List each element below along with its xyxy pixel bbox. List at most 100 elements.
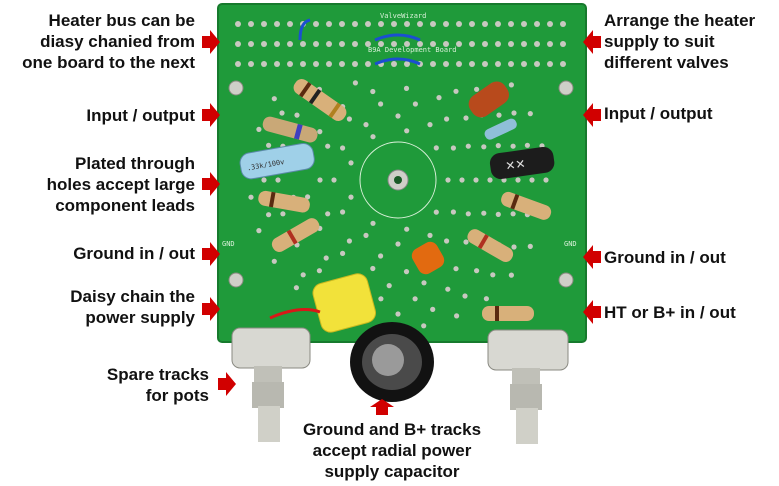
pad [521, 21, 527, 27]
pad [300, 41, 306, 47]
pad [474, 268, 480, 274]
pad [412, 101, 418, 107]
arrow-up-icon-radial [370, 399, 394, 415]
pad [365, 61, 371, 67]
pad [248, 61, 254, 67]
pad [454, 313, 460, 319]
pad [481, 210, 487, 216]
pad [430, 306, 436, 312]
pad [294, 112, 300, 118]
pad [534, 21, 540, 27]
pad [487, 177, 493, 183]
arrow-right-icon-spare [218, 372, 236, 396]
pad [527, 111, 533, 117]
pad [560, 41, 566, 47]
pad [543, 177, 549, 183]
pad [495, 211, 501, 217]
pad [508, 82, 514, 88]
arrow-right-icon-plated [202, 172, 220, 196]
pad [463, 115, 469, 121]
pad [317, 129, 323, 135]
pad [395, 311, 401, 317]
pad [235, 41, 241, 47]
pad [370, 220, 376, 226]
pad [421, 280, 427, 286]
pad [365, 21, 371, 27]
pad [417, 41, 423, 47]
pad [524, 142, 531, 148]
pad [443, 21, 449, 27]
pad [481, 144, 487, 150]
pad [427, 232, 433, 238]
arrow-left-icon-ground [583, 245, 601, 269]
pad [547, 61, 553, 67]
svg-text:✕✕: ✕✕ [504, 157, 526, 174]
pad [469, 21, 475, 27]
right-potentiometer [487, 329, 569, 444]
pad [529, 177, 535, 183]
pad [456, 21, 462, 27]
pad [482, 21, 488, 27]
pad [325, 143, 331, 149]
pad [433, 145, 439, 151]
pad [261, 61, 267, 67]
mounting-holes [228, 80, 574, 288]
red-wire [269, 308, 321, 320]
pad [305, 194, 311, 200]
pad [463, 239, 469, 245]
pad [326, 61, 332, 67]
radial-power-capacitor [350, 322, 434, 402]
pad [261, 41, 267, 47]
pad [547, 41, 553, 47]
pad [495, 41, 501, 47]
pad [365, 41, 371, 47]
pad [510, 211, 516, 217]
pad [391, 41, 397, 47]
pad [404, 61, 410, 67]
pad [417, 21, 423, 27]
arrow-right-icon-ground [202, 242, 220, 266]
pad [317, 177, 323, 183]
pad [495, 21, 501, 27]
pad [391, 21, 397, 27]
arrow-left-icon-ht [583, 300, 601, 324]
pad [326, 21, 332, 27]
pad [403, 269, 410, 275]
pad [370, 88, 376, 95]
pad [473, 177, 479, 183]
pad [469, 61, 475, 67]
label-ground-right: Ground in / out [604, 248, 726, 267]
pad [534, 61, 540, 67]
arrow-right-icon-io [202, 103, 220, 127]
pad [287, 61, 293, 67]
link-wire-1 [298, 18, 311, 41]
pad [450, 145, 456, 151]
pad [430, 61, 436, 67]
label-ht: HT or B+ in / out [604, 303, 736, 322]
pad [348, 160, 354, 166]
pad [521, 61, 527, 67]
pad [465, 143, 471, 149]
pad [326, 41, 332, 47]
pad [433, 209, 439, 215]
pad [235, 61, 241, 67]
pad [444, 116, 450, 122]
pad [256, 126, 262, 132]
pad [527, 243, 533, 249]
pad [313, 41, 319, 47]
pad [395, 241, 401, 247]
pad [235, 21, 241, 27]
pad [483, 296, 489, 302]
link-wire-3 [374, 57, 421, 66]
pad [521, 41, 527, 47]
pad [352, 61, 358, 67]
pad [508, 61, 514, 67]
pad [495, 143, 501, 149]
pad [363, 232, 369, 238]
pad [275, 177, 281, 183]
pad [430, 21, 436, 27]
pad [378, 253, 384, 259]
pad [339, 41, 345, 47]
